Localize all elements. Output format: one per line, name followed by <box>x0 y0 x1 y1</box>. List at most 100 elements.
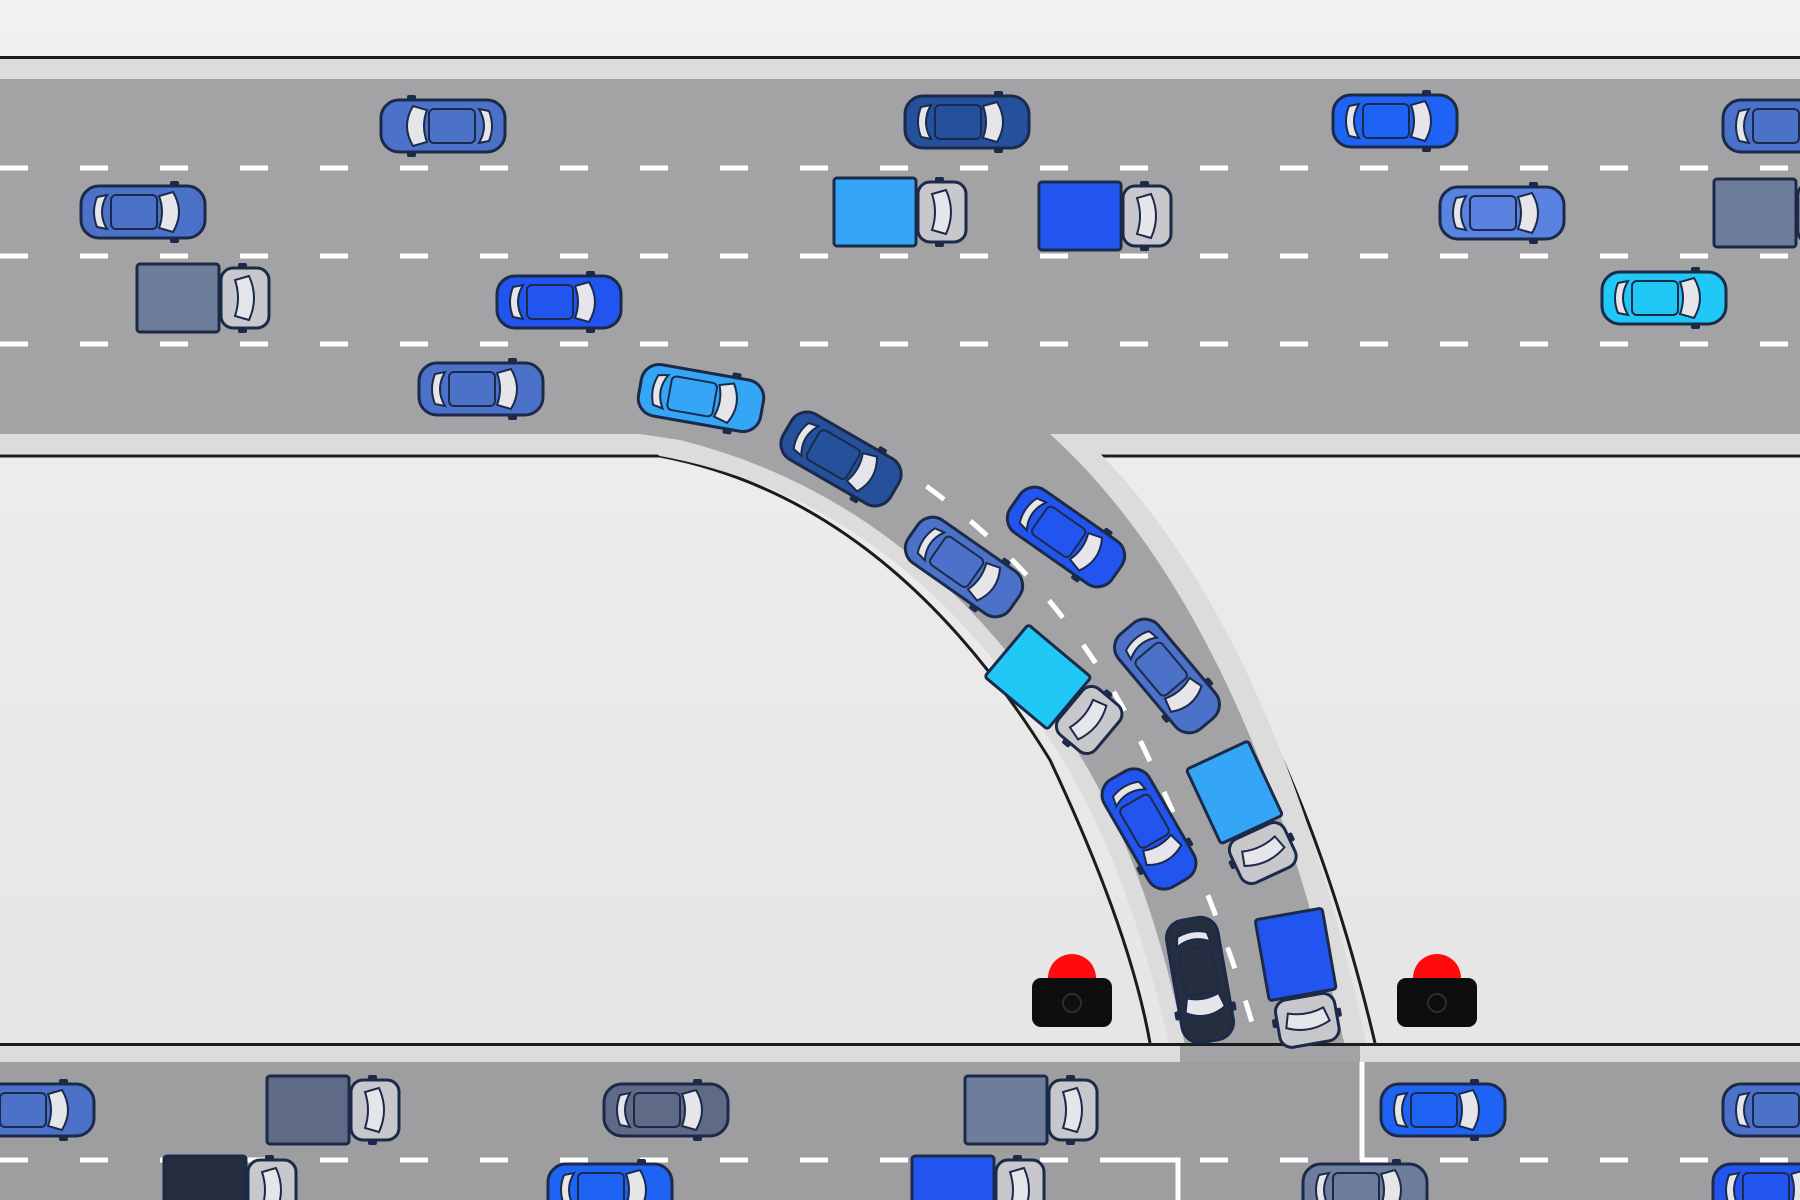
mirror <box>59 1079 68 1085</box>
mirror <box>732 372 742 380</box>
windshield <box>1184 991 1227 1017</box>
windshield <box>1457 1088 1480 1132</box>
car-roof <box>1752 1092 1800 1128</box>
mirror <box>1161 713 1171 723</box>
mirror <box>1204 677 1214 687</box>
ramp-lane-marking <box>878 452 1265 1061</box>
car <box>417 358 545 420</box>
rear-window <box>1452 194 1468 232</box>
light-housing <box>1032 978 1112 1027</box>
rear-window <box>1725 1171 1741 1200</box>
car-roof <box>1631 280 1679 316</box>
car <box>1005 485 1127 589</box>
main-highway <box>0 56 1800 1044</box>
car-roof <box>1742 1172 1790 1200</box>
mirror <box>849 494 859 504</box>
windshield <box>46 1088 69 1132</box>
car-roof <box>934 104 982 140</box>
windshield <box>1678 276 1701 320</box>
truck-cargo-box <box>265 1074 351 1146</box>
car-roof <box>1469 195 1517 231</box>
mirror <box>238 263 247 269</box>
mirror <box>722 427 732 435</box>
car-roof <box>1177 945 1220 997</box>
car <box>903 515 1025 619</box>
truck-cargo-box <box>832 176 918 248</box>
car <box>1438 182 1566 244</box>
mirror <box>1271 1018 1279 1029</box>
windshield <box>157 190 180 234</box>
mirror <box>1286 832 1295 842</box>
windshield <box>233 274 255 322</box>
mirror <box>170 181 179 187</box>
mirror <box>1529 238 1538 244</box>
windshield <box>573 280 596 324</box>
rear-window <box>560 1171 576 1200</box>
mirror <box>1071 573 1081 583</box>
mirror <box>368 1075 377 1081</box>
truck <box>1037 180 1173 252</box>
car-roof <box>110 194 158 230</box>
car-roof <box>0 1092 47 1128</box>
truck-cargo-box <box>1712 177 1798 249</box>
traffic-light <box>1032 954 1112 1027</box>
car-roof <box>1030 505 1087 558</box>
windshield <box>1241 834 1286 867</box>
mirror <box>693 1135 702 1141</box>
mirror <box>1001 557 1011 567</box>
mirror <box>1422 90 1431 96</box>
car <box>1721 98 1800 154</box>
windshield <box>1008 1166 1030 1200</box>
windshield <box>624 1168 647 1200</box>
mirror <box>1422 146 1431 152</box>
truck-cargo-box <box>1037 180 1123 252</box>
car <box>1100 767 1198 891</box>
car <box>1711 1162 1800 1200</box>
rear-window <box>1111 780 1148 809</box>
windshield <box>1068 531 1104 572</box>
car <box>0 1079 96 1141</box>
truck <box>1185 740 1298 886</box>
mirror <box>1062 738 1072 748</box>
mirror <box>1334 1007 1342 1017</box>
truck <box>162 1154 298 1200</box>
highway-top-edge <box>0 56 1800 59</box>
car <box>779 410 903 508</box>
truck-cargo-box <box>135 262 221 334</box>
windshield <box>1135 192 1157 240</box>
car <box>1600 267 1728 329</box>
truck-cargo-box <box>910 1154 996 1200</box>
mirror <box>368 1139 377 1145</box>
mirror <box>935 241 944 247</box>
rear-window <box>93 193 109 231</box>
mirror <box>1691 267 1700 273</box>
truck-cargo-box <box>162 1154 248 1200</box>
rear-window <box>917 103 933 141</box>
car <box>903 91 1031 153</box>
exit-ramp <box>620 434 1372 1070</box>
mirror <box>1140 181 1149 187</box>
windshield <box>363 1086 385 1134</box>
car <box>636 362 766 435</box>
truck-cargo-box <box>1185 740 1284 845</box>
rear-window <box>509 283 525 321</box>
car-roof <box>928 535 985 588</box>
rear-window <box>1175 930 1213 950</box>
mirror <box>170 237 179 243</box>
windshield <box>981 100 1004 144</box>
car-roof <box>1362 103 1410 139</box>
car <box>495 271 623 333</box>
mirror <box>693 1079 702 1085</box>
lower-road-edge <box>0 1043 1800 1046</box>
rear-window <box>477 107 493 145</box>
rear-window <box>1124 630 1160 662</box>
windshield <box>966 561 1002 602</box>
truck <box>984 624 1124 755</box>
mirror <box>1066 1139 1075 1145</box>
car-roof <box>633 1092 681 1128</box>
windshield <box>1379 1168 1402 1200</box>
traffic-light <box>1397 954 1477 1027</box>
car <box>1113 617 1221 735</box>
truck <box>1254 907 1342 1049</box>
windshield <box>1789 1168 1800 1200</box>
